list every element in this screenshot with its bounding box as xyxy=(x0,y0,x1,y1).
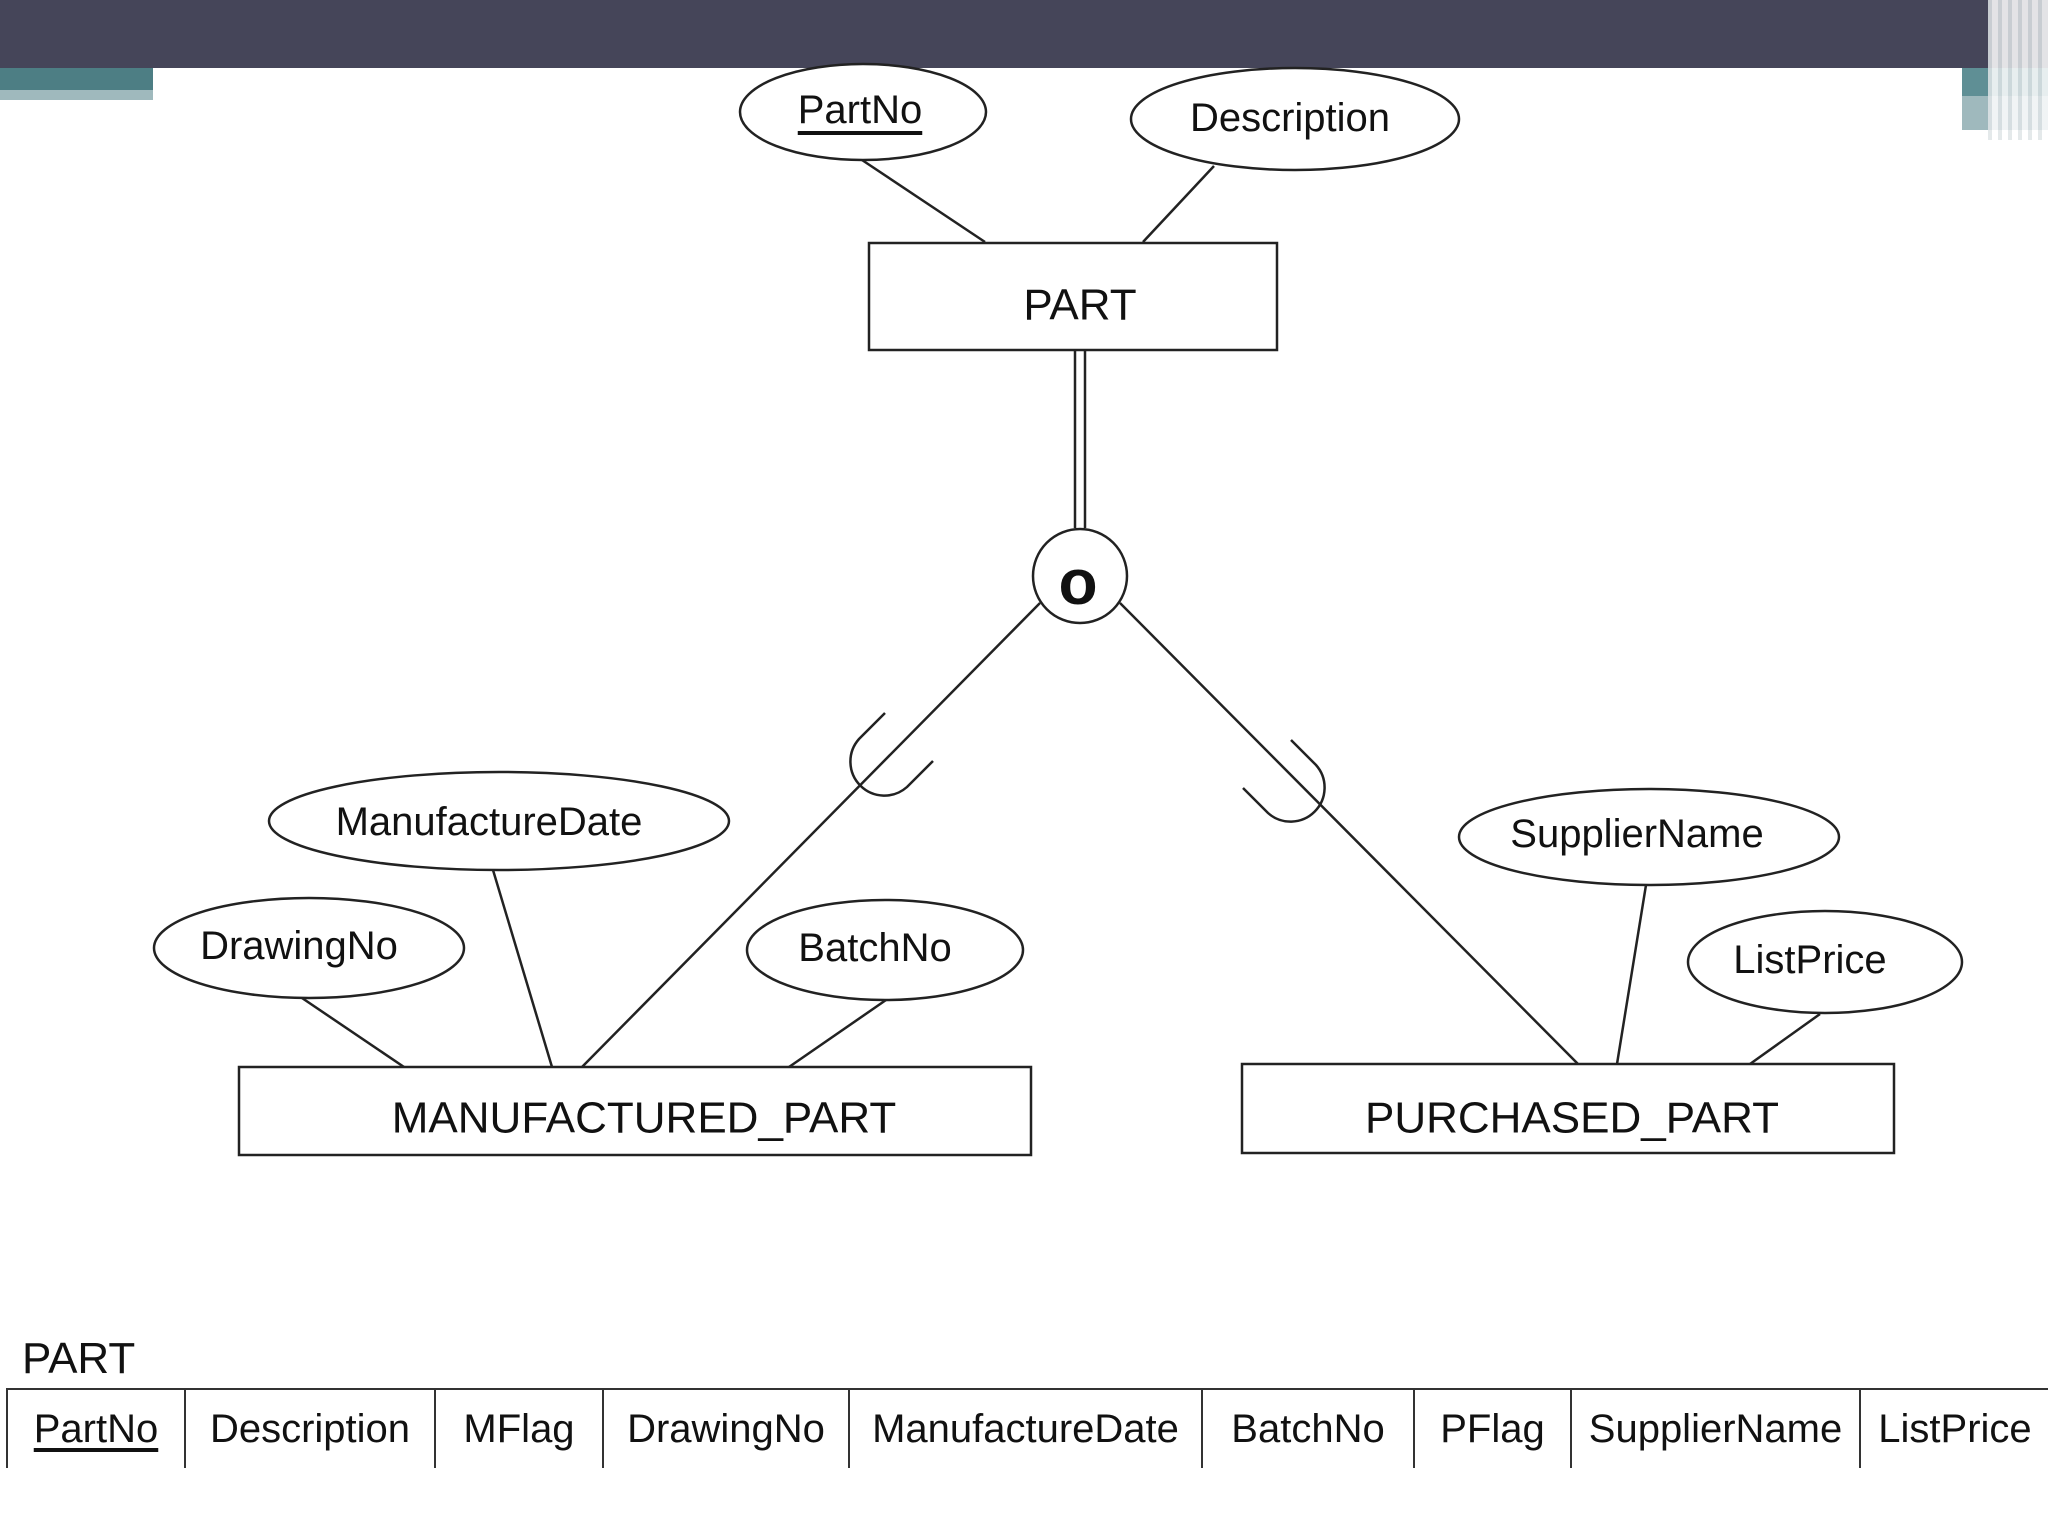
attr-manufacturedate-ellipse xyxy=(267,770,731,872)
attr-batchno-label: BatchNo xyxy=(798,926,951,970)
relation-table: PartNo Description MFlag DrawingNo Manuf… xyxy=(6,1388,2048,1468)
attr-suppliername-label: SupplierName xyxy=(1510,812,1763,856)
connector-lines xyxy=(301,158,1821,1069)
line-listprice xyxy=(1749,1012,1821,1066)
column-partno: PartNo xyxy=(6,1388,185,1468)
attr-listprice-ellipse xyxy=(1686,909,1964,1015)
column-batchno: BatchNo xyxy=(1201,1388,1414,1468)
line-drawingno xyxy=(301,996,405,1069)
attr-partno-label: PartNo xyxy=(798,88,923,132)
line-to-purchased xyxy=(1119,602,1579,1065)
slide-corner-stripes xyxy=(1988,0,2048,140)
constraint-circle xyxy=(1031,527,1129,625)
labels: PartNo Description PART o ManufactureDat… xyxy=(200,88,1887,1143)
column-description: Description xyxy=(184,1388,435,1468)
relation-name: PART xyxy=(22,1334,136,1383)
attr-listprice-label: ListPrice xyxy=(1733,938,1886,982)
line-to-manufactured xyxy=(581,602,1041,1068)
column-drawingno: DrawingNo xyxy=(602,1388,849,1468)
column-suppliername: SupplierName xyxy=(1570,1388,1860,1468)
entity-manufactured-label: MANUFACTURED_PART xyxy=(392,1094,896,1143)
line-manufacturedate xyxy=(491,869,554,1068)
line-batchno xyxy=(788,998,887,1069)
attr-manufacturedate-label: ManufactureDate xyxy=(336,800,643,844)
column-manufacturedate: ManufactureDate xyxy=(848,1388,1202,1468)
attr-description-label: Description xyxy=(1190,96,1390,140)
er-diagram: PartNo Description PART o ManufactureDat… xyxy=(152,62,1964,1157)
subset-symbol-purchased xyxy=(1242,739,1326,823)
entity-part-label: PART xyxy=(1023,281,1136,330)
line-suppliername xyxy=(1615,884,1648,1065)
attr-description-ellipse xyxy=(1129,66,1461,172)
table-row: PartNo Description MFlag DrawingNo Manuf… xyxy=(6,1388,2048,1468)
attr-drawingno-ellipse xyxy=(152,896,466,1000)
slide-accent-left xyxy=(0,68,153,90)
column-pflag: PFlag xyxy=(1413,1388,1571,1468)
attr-drawingno-label: DrawingNo xyxy=(200,924,398,968)
attr-batchno-ellipse xyxy=(745,898,1025,1002)
line-description xyxy=(1142,165,1215,243)
slide-accent-left-light xyxy=(0,90,153,100)
subset-symbol-manufactured xyxy=(849,712,934,797)
entity-purchased-box xyxy=(1240,1062,1896,1155)
attr-partno-ellipse xyxy=(738,62,988,162)
entity-part-box xyxy=(867,241,1279,352)
constraint-symbol: o xyxy=(1058,546,1097,618)
column-mflag: MFlag xyxy=(434,1388,603,1468)
line-partno xyxy=(861,158,986,244)
entity-manufactured-box xyxy=(237,1065,1033,1157)
shapes xyxy=(152,62,1964,1157)
attr-suppliername-ellipse xyxy=(1457,787,1841,887)
slide-top-bar xyxy=(0,0,2048,68)
column-listprice: ListPrice xyxy=(1859,1388,2048,1468)
entity-purchased-label: PURCHASED_PART xyxy=(1365,1094,1779,1143)
